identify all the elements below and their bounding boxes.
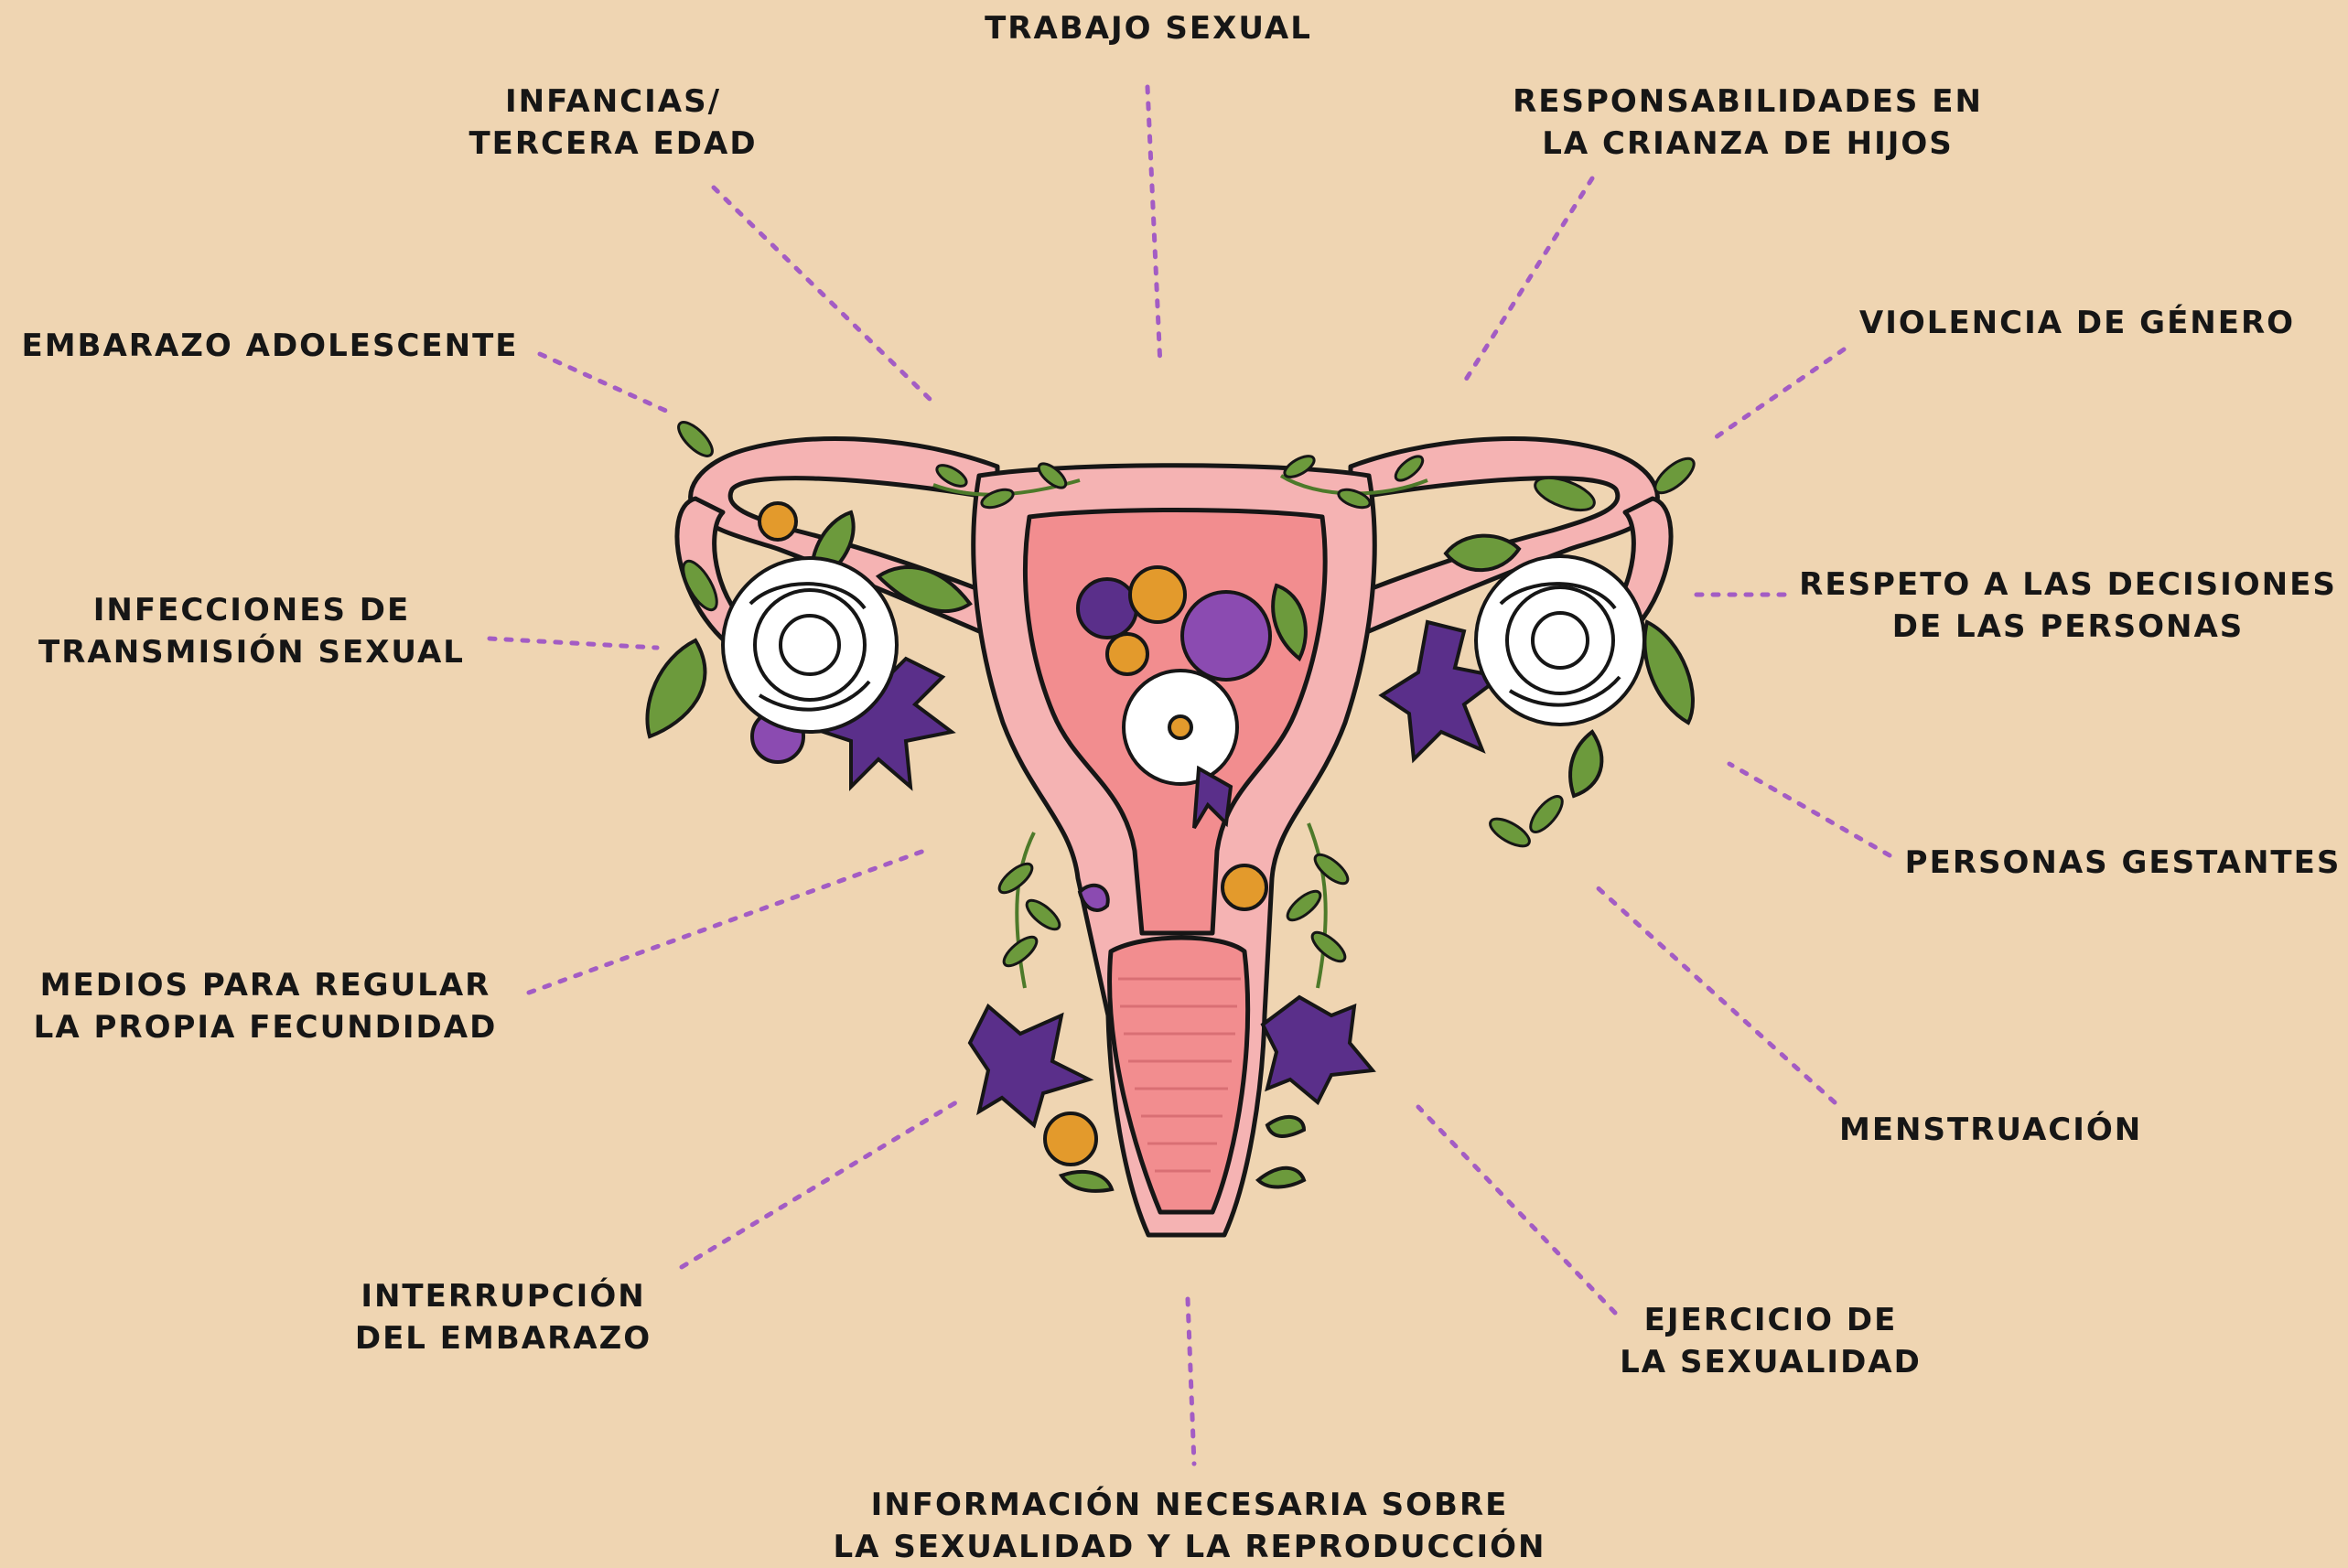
leaf-icon [1061, 1172, 1112, 1191]
label-responsabilidades-crianza: RESPONSABILIDADES EN LA CRIANZA DE HIJOS [1501, 81, 1995, 165]
connector-informacion [1188, 1299, 1194, 1464]
connector-infancias [714, 188, 933, 403]
leaf-icon [647, 640, 705, 736]
violet-flower-icon [1182, 592, 1270, 680]
label-violencia-genero: VIOLENCIA DE GÉNERO [1848, 302, 2306, 344]
connector-embarazo-adolescente [540, 354, 668, 412]
label-personas-gestantes: PERSONAS GESTANTES [1903, 842, 2343, 884]
label-respeto-decisiones: RESPETO A LAS DECISIONES DE LAS PERSONAS [1793, 564, 2343, 648]
connector-medios [529, 851, 924, 993]
leaf-icon [1258, 1168, 1304, 1187]
orange-flower-icon [1130, 567, 1185, 622]
orange-flower-icon [759, 503, 796, 540]
leaf-icon [1570, 732, 1601, 796]
purple-flower-icon [970, 1006, 1089, 1125]
purple-flower-icon [1263, 997, 1373, 1102]
connector-violencia [1716, 349, 1844, 437]
leaf-icon [878, 567, 970, 611]
orange-flower-icon [1222, 865, 1266, 909]
leaf-icon [1644, 622, 1693, 723]
leaf-icon [1267, 1117, 1304, 1136]
orange-flower-icon [1107, 634, 1147, 674]
label-infecciones-transmision-sexual: INFECCIONES DE TRANSMISIÓN SEXUAL [27, 589, 476, 673]
connector-personas-gestantes [1729, 764, 1890, 855]
connector-interrupcion [682, 1102, 956, 1267]
orange-flower-icon [1045, 1113, 1096, 1165]
connector-ejercicio [1418, 1107, 1615, 1313]
connector-trabajo-sexual [1147, 87, 1160, 366]
purple-flower-icon [1078, 579, 1136, 638]
label-informacion-sexualidad-reproduccion: INFORMACIÓN NECESARIA SOBRE LA SEXUALIDA… [805, 1484, 1574, 1568]
label-embarazo-adolescente: EMBARAZO ADOLESCENTE [18, 325, 522, 367]
connector-crianza [1464, 178, 1592, 382]
label-menstruacion: MENSTRUACIÓN [1839, 1109, 2132, 1151]
label-trabajo-sexual: TRABAJO SEXUAL [970, 7, 1327, 49]
label-infancias-tercera-edad: INFANCIAS/ TERCERA EDAD [439, 81, 787, 165]
label-medios-regular-fecundidad: MEDIOS PARA REGULAR LA PROPIA FECUNDIDAD [27, 964, 503, 1048]
label-ejercicio-sexualidad: EJERCICIO DE LA SEXUALIDAD [1620, 1299, 1922, 1383]
connector-its [490, 639, 657, 648]
connector-menstruacion [1592, 883, 1835, 1102]
label-interrupcion-embarazo: INTERRUPCIÓN DEL EMBARAZO [348, 1275, 659, 1359]
